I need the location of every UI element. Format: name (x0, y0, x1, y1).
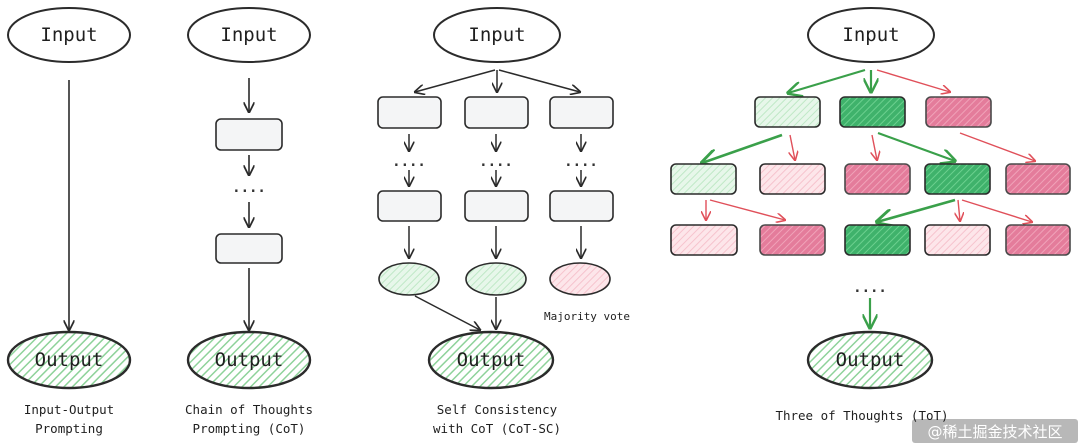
cot-input-node (187, 7, 311, 63)
cotsc-caption-line2: with CoT (CoT-SC) (433, 421, 561, 436)
io-caption-line1: Input-Output (24, 402, 114, 417)
cot-ellipsis: .... (232, 180, 266, 196)
cotsc-input-label: Input (468, 24, 525, 46)
cotsc-thought-a2 (377, 190, 442, 222)
io-caption-line2: Prompting (35, 421, 103, 436)
cotsc-answer-c (549, 262, 611, 296)
cotsc-output-node (427, 330, 555, 390)
tot-input-node (807, 7, 935, 63)
cotsc-caption-line1: Self Consistency (437, 402, 558, 417)
tot-thought-l1-b (839, 96, 906, 128)
io-output-node (6, 330, 132, 390)
tot-thought-l1-a (754, 96, 821, 128)
tot-thought-l2-e (1005, 163, 1071, 195)
cotsc-thought-c2 (549, 190, 614, 222)
cot-thought-2 (215, 233, 283, 264)
cot-thought-1 (215, 118, 283, 151)
tot-arrow-l3-e (961, 199, 1032, 222)
tot-output-label: Output (836, 349, 905, 371)
tot-thought-l2-c (844, 163, 911, 195)
tot-thought-l2-d (924, 163, 991, 195)
cotsc-answer-b (465, 262, 527, 296)
cot-output-node (186, 330, 312, 390)
tot-arrow-l3-d (958, 199, 960, 221)
cot-output-label: Output (215, 349, 284, 371)
cotsc-thought-c1 (549, 96, 614, 129)
cot-input-label: Input (220, 24, 277, 46)
tot-thought-l3-e (1005, 224, 1071, 256)
io-output-label: Output (35, 349, 104, 371)
cotsc-thought-b2 (464, 190, 529, 222)
tot-thought-l1-c (925, 96, 992, 128)
tot-thought-l3-a (670, 224, 738, 256)
io-input-label: Input (40, 24, 97, 46)
cotsc-ellipsis-c: .... (564, 154, 598, 170)
watermark-bg (912, 419, 1078, 443)
watermark-text: @稀土掘金技术社区 (927, 423, 1062, 441)
tot-arrow-l3-c (877, 198, 956, 222)
io-diagram: Input Output Input-Output Prompting (6, 7, 132, 436)
tot-arrow-l1-left (788, 68, 866, 93)
tot-arrow-l2-c (872, 134, 877, 160)
cotsc-arrow-top-left (415, 69, 496, 92)
cotsc-diagram: Input .... .... .... Majority vote Outpu… (377, 7, 630, 436)
cotsc-thought-a1 (377, 96, 442, 129)
watermark: @稀土掘金技术社区 (912, 419, 1078, 443)
cotsc-ellipsis-b: .... (479, 154, 513, 170)
cotsc-arrow-top-right (498, 69, 580, 92)
io-input-node (7, 7, 131, 63)
cotsc-input-node (433, 7, 561, 63)
cotsc-answer-a (378, 262, 440, 296)
tot-output-node (806, 330, 934, 390)
tot-thought-l2-b (759, 163, 826, 195)
tot-thought-l2-a (670, 163, 737, 195)
tot-thought-l3-d (924, 224, 991, 256)
cotsc-arrow-vote-a (414, 295, 480, 330)
cot-caption-line2: Prompting (CoT) (193, 421, 306, 436)
cotsc-thought-b1 (464, 96, 529, 129)
tot-arrow-l1-right (876, 69, 950, 92)
tot-thought-l3-b (759, 224, 826, 256)
tot-input-label: Input (842, 24, 899, 46)
tot-thought-l3-c (844, 224, 911, 256)
tot-diagram: Input .... Out (670, 7, 1071, 423)
cotsc-majority-vote: Majority vote (544, 310, 630, 323)
tot-ellipsis: .... (853, 280, 887, 296)
cot-diagram: Input .... Output Chain of Thoughts Prom… (185, 7, 313, 436)
cotsc-ellipsis-a: .... (392, 154, 426, 170)
cot-caption-line1: Chain of Thoughts (185, 402, 313, 417)
tot-caption: Three of Thoughts (ToT) (775, 408, 948, 423)
tot-arrow-l2-e (959, 132, 1035, 161)
tot-arrow-l2-d (877, 131, 955, 161)
tot-arrow-l3-b (709, 199, 785, 220)
cotsc-output-label: Output (457, 349, 526, 371)
tot-arrow-l2-a (702, 133, 783, 163)
tot-arrow-l2-b (790, 134, 795, 160)
